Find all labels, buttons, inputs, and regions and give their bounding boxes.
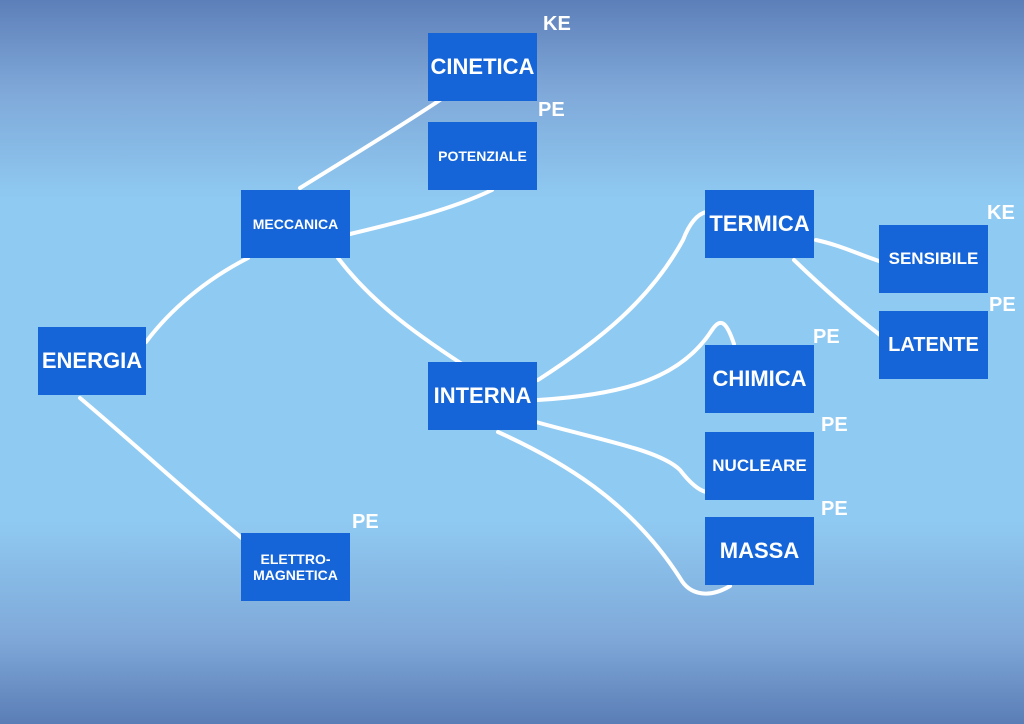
tag-chimica: PE [813, 326, 840, 348]
node-elettromagnetica: ELETTRO- MAGNETICA [241, 533, 350, 601]
link-interna-massa [496, 430, 732, 596]
node-energia: ENERGIA [38, 327, 146, 395]
link-energia-elettromagnetica [78, 396, 252, 547]
elettromagnetica-line2: MAGNETICA [253, 567, 338, 583]
link-meccanica-cinetica [298, 98, 442, 190]
node-massa: MASSA [705, 517, 814, 585]
link-termica-latente [792, 258, 882, 337]
link-meccanica-interna [336, 256, 464, 366]
node-termica: TERMICA [705, 190, 814, 258]
node-sensibile: SENSIBILE [879, 225, 988, 293]
tag-latente: PE [989, 294, 1016, 316]
link-interna-termica [536, 210, 708, 382]
node-potenziale: POTENZIALE [428, 122, 537, 190]
link-meccanica-potenziale [348, 188, 494, 236]
node-nucleare: NUCLEARE [705, 432, 814, 500]
link-interna-nucleare [534, 420, 708, 494]
link-energia-meccanica [144, 256, 250, 344]
tag-cinetica: KE [543, 13, 571, 35]
tag-elettromagnetica: PE [352, 511, 379, 533]
node-chimica: CHIMICA [705, 345, 814, 413]
tag-sensibile: KE [987, 202, 1015, 224]
node-cinetica: CINETICA [428, 33, 537, 101]
elettromagnetica-line1: ELETTRO- [260, 550, 331, 567]
tag-nucleare: PE [821, 414, 848, 436]
tag-massa: PE [821, 498, 848, 520]
node-meccanica: MECCANICA [241, 190, 350, 258]
link-termica-sensibile [814, 238, 884, 264]
link-interna-chimica [536, 320, 736, 402]
tag-potenziale: PE [538, 99, 565, 121]
node-interna: INTERNA [428, 362, 537, 430]
node-latente: LATENTE [879, 311, 988, 379]
